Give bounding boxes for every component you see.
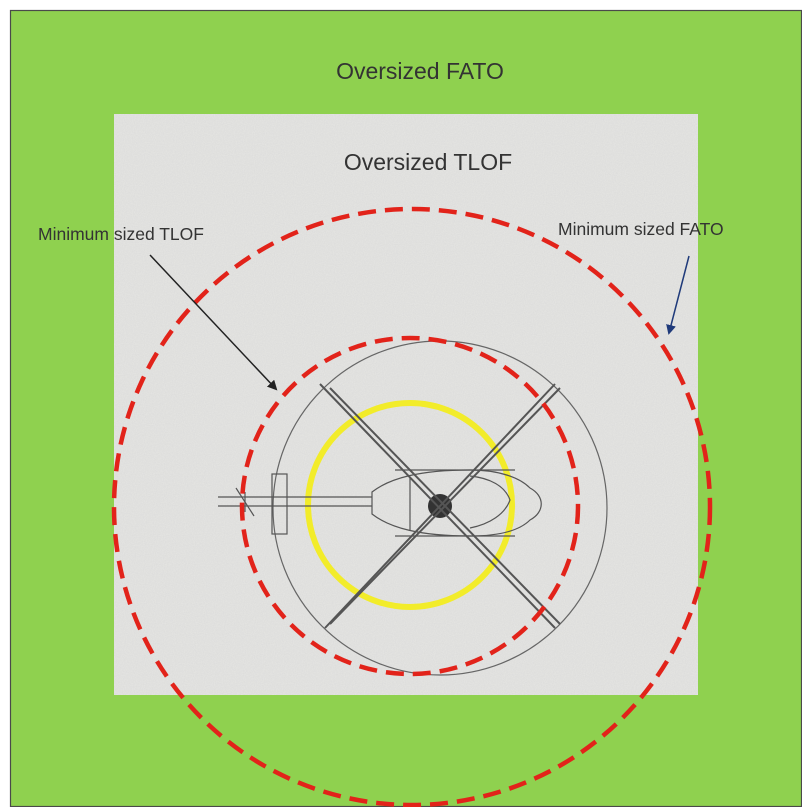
minimum-fato-label: Minimum sized FATO (558, 219, 724, 239)
minimum-tlof-boundary (239, 335, 581, 677)
oversized-tlof-label: Oversized TLOF (344, 149, 512, 175)
minimum-tlof-leader-arrow (149, 254, 278, 391)
minimum-tlof-label: Minimum sized TLOF (38, 224, 204, 244)
minimum-fato-leader-arrow (666, 255, 690, 335)
oversized-fato-label: Oversized FATO (336, 58, 504, 84)
touchdown-positioning-circle (305, 400, 515, 610)
minimum-fato-boundary (111, 206, 713, 807)
